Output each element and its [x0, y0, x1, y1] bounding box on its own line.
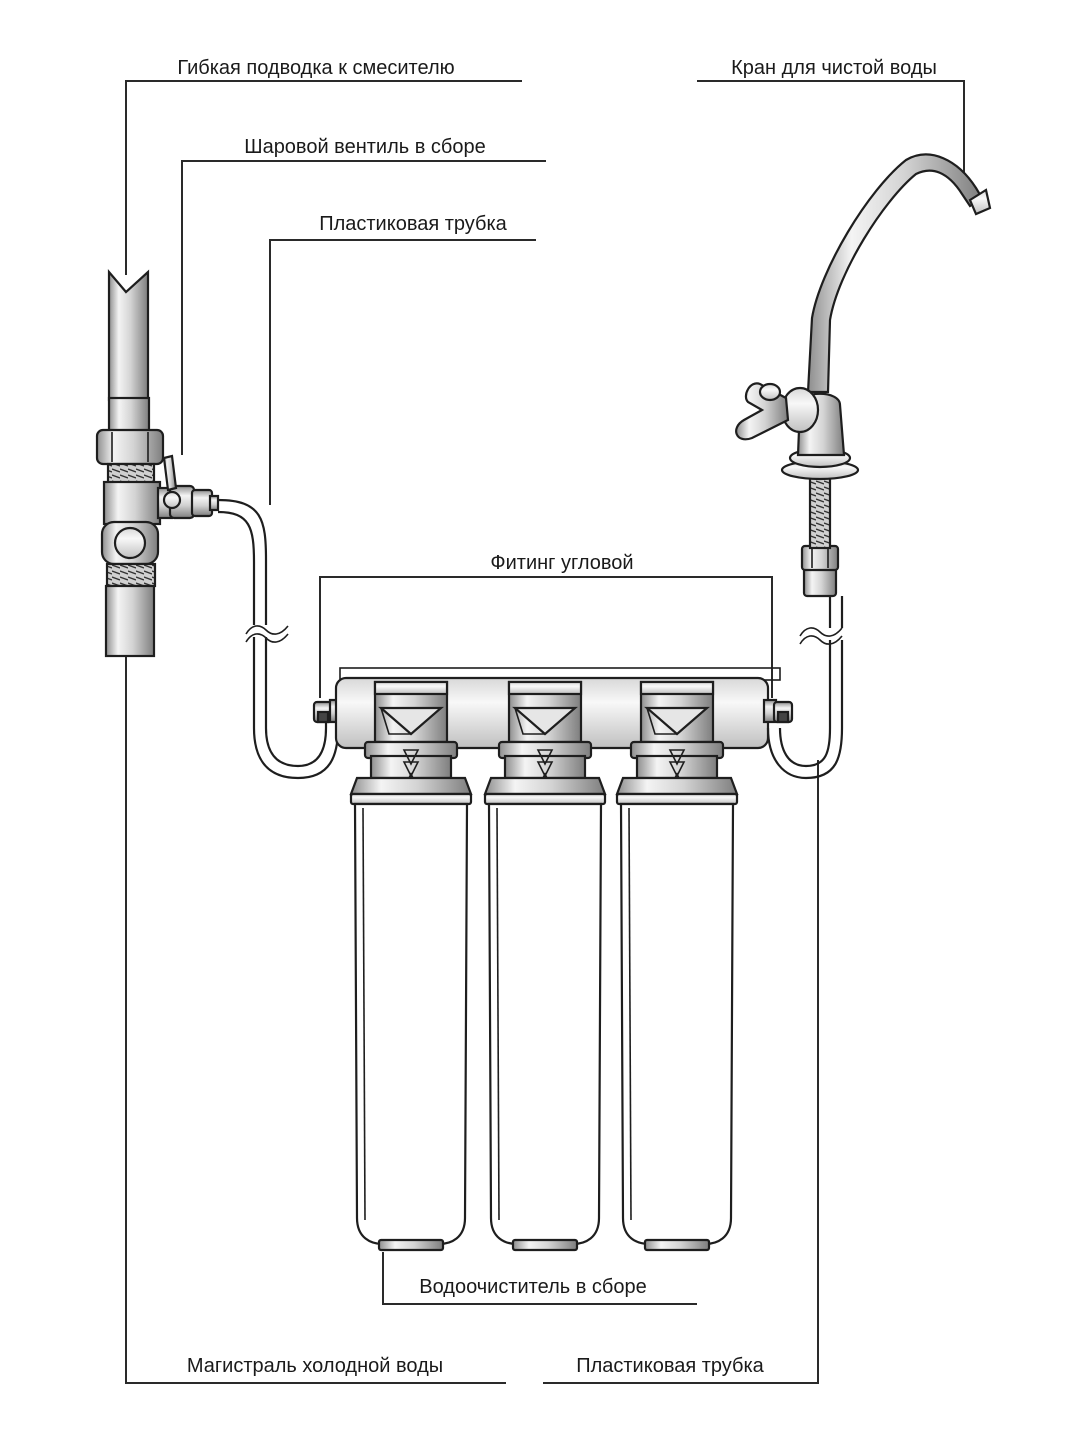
label-plastic-tube-top: Пластиковая трубка [319, 213, 507, 235]
label-cold-water-main: Магистраль холодной воды [187, 1355, 443, 1377]
label-filter-assembly: Водоочиститель в сборе [419, 1276, 646, 1298]
angle-fitting-right [762, 698, 794, 724]
flow-arrow-down-icon [402, 749, 420, 766]
right-plastic-tube [762, 544, 846, 780]
faucet-spout [806, 153, 984, 394]
tee-body [102, 480, 162, 526]
filter-bowl [619, 802, 735, 1246]
left-plastic-tube [217, 498, 344, 780]
leader-filter-assembly [382, 1252, 697, 1305]
leader-lines [125, 80, 965, 1384]
label-flex-hose: Гибкая подводка к смесителю [177, 57, 454, 79]
leader-cold-water-main [125, 655, 506, 1384]
hose-ferrule [107, 396, 151, 434]
filter-housing-1 [349, 680, 473, 1252]
flow-arrow-down-icon [536, 749, 554, 766]
label-ball-valve: Шаровой вентиль в сборе [244, 136, 486, 158]
upper-nut [95, 428, 165, 466]
leader-flex-hose [125, 80, 522, 275]
lower-thread [105, 562, 157, 588]
filter-housing-3 [615, 680, 739, 1252]
filter-bowl [487, 802, 603, 1246]
ball-valve [162, 454, 220, 520]
leader-plastic-tube-bottom [543, 760, 819, 1384]
valve-handle-icon [162, 454, 178, 492]
cold-water-pipe-assembly [95, 269, 220, 658]
filter-housing-2 [483, 680, 607, 1252]
filter-unit [334, 667, 781, 1252]
label-plastic-tube-bottom: Пластиковая трубка [576, 1355, 764, 1377]
pure-water-faucet [735, 153, 992, 550]
leader-plastic-tube-top [269, 239, 536, 505]
labels: Гибкая подводка к смесителю Шаровой вент… [177, 57, 937, 1377]
flow-arrow-down-icon [668, 749, 686, 766]
leader-faucet [697, 80, 965, 175]
filter-bowl [353, 802, 469, 1246]
leader-ball-valve [181, 160, 546, 455]
cold-water-main-pipe [104, 584, 156, 658]
label-pure-water-faucet: Кран для чистой воды [731, 57, 937, 79]
flex-hose-pipe [107, 269, 150, 402]
label-angle-fitting: Фитинг угловой [490, 552, 633, 574]
faucet-shank [808, 476, 832, 550]
faucet-lever-handle-icon [735, 382, 820, 441]
leader-angle-fitting [319, 576, 773, 698]
